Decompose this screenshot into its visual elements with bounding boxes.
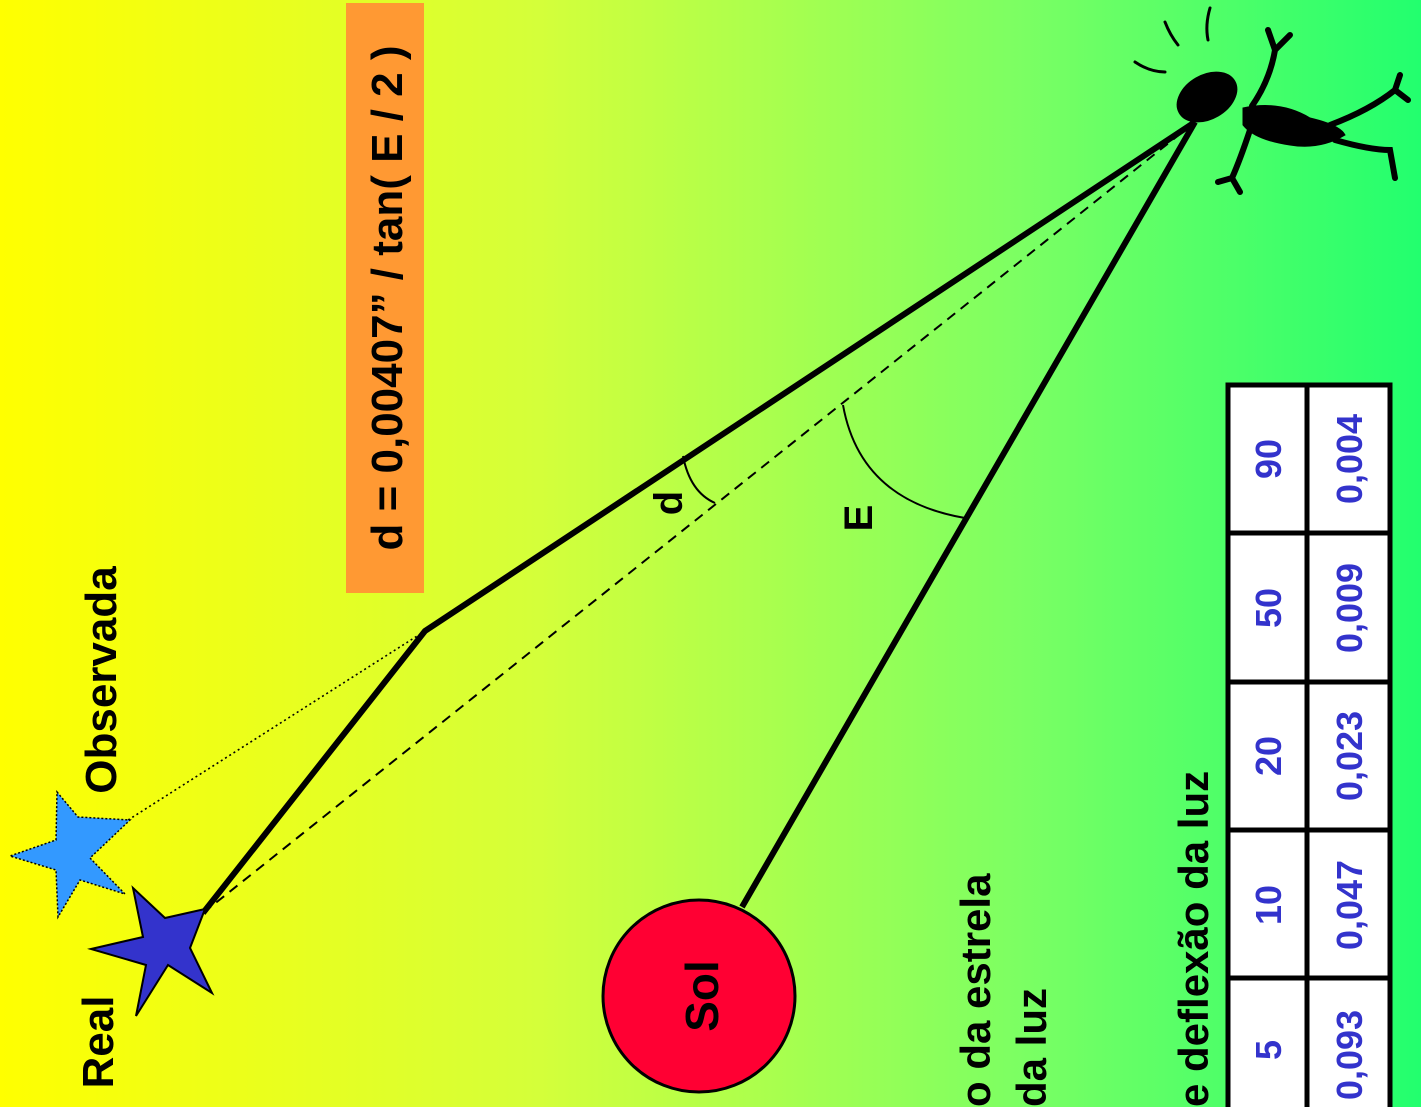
angle-e-arc — [842, 404, 966, 519]
angle-d-label: d — [647, 491, 691, 515]
table-value-cell: 0,047 — [1329, 860, 1370, 950]
sun-label: Sol — [676, 960, 728, 1032]
table-header-cell: 50 — [1248, 588, 1289, 628]
caption-line-2: da luz — [1008, 988, 1055, 1107]
observed-star-icon — [7, 789, 132, 920]
table-value-cell: 0,004 — [1329, 414, 1370, 504]
observer-figure-icon — [1133, 6, 1411, 195]
formula-box-background — [346, 3, 424, 593]
real-star-label: Real — [74, 996, 123, 1089]
sun-circle — [601, 898, 797, 1094]
formula-box: d = 0,00407” / tan( E / 2 ) — [346, 3, 424, 593]
table-value-cell: 0,009 — [1329, 563, 1370, 653]
sun-ray — [739, 120, 1198, 909]
real-star-icon — [87, 885, 215, 1017]
caption-line-1: o da estrela — [952, 873, 999, 1107]
angle-e-label: E — [837, 505, 881, 532]
table-header-cell: 90 — [1248, 439, 1289, 479]
table-value-cell: 0,023 — [1329, 711, 1370, 801]
angle-d-arc — [682, 455, 716, 504]
table-title: e deflexão da luz — [1170, 771, 1217, 1107]
light-rays — [124, 119, 1198, 915]
table-header-cell: 10 — [1248, 885, 1289, 925]
deflection-table: 5 10 20 50 90 0,093 0,047 0,023 0,009 0,… — [1225, 382, 1393, 1107]
dashed-straight-ray — [202, 121, 1196, 914]
sun: Sol — [601, 898, 797, 1094]
dotted-apparent-ray — [124, 630, 426, 823]
table-value-cell: 0,093 — [1329, 1010, 1370, 1100]
table-header-cell: 5 — [1248, 1040, 1289, 1060]
table-header-cell: 20 — [1248, 736, 1289, 776]
observed-star-label: Observada — [77, 566, 126, 794]
formula-text: d = 0,00407” / tan( E / 2 ) — [363, 46, 412, 551]
